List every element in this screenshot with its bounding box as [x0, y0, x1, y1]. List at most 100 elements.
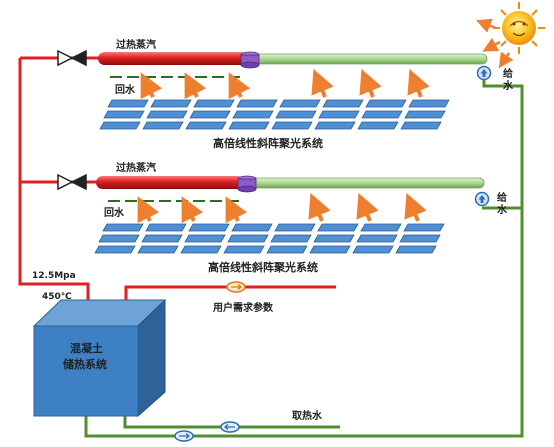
water-collector-tube [254, 53, 488, 65]
reflection-arrow [407, 68, 430, 98]
mirror-panel [193, 99, 235, 108]
mirror-panel [352, 245, 394, 254]
array-title-upper: 高倍线性斜阵聚光系统 [213, 136, 323, 150]
heat-extraction-pipe [123, 416, 340, 429]
steam-collector-tube [98, 52, 248, 65]
header-drum-icon [240, 51, 260, 69]
user-demand-pipe [124, 285, 336, 302]
mirror-panel [231, 223, 273, 232]
reflection-arrow [184, 72, 207, 100]
mirror-panel [400, 121, 442, 130]
mirror-panel [408, 99, 450, 108]
feed-water-label-lower-char1: 给 [497, 191, 507, 204]
mirror-panel [314, 121, 356, 130]
water-collector-tube [251, 177, 485, 189]
superheated-steam-label-upper: 过热蒸汽 [116, 38, 156, 51]
mirror-panel [232, 110, 274, 119]
mirror-panel [228, 121, 270, 130]
storage-label-line1: 混凝土 [70, 341, 103, 355]
mirror-panel [357, 121, 399, 130]
mirror-panel [360, 223, 402, 232]
mirror-panel [356, 234, 398, 243]
mirror-panel [103, 110, 145, 119]
mirror-panel [395, 245, 437, 254]
mirror-panel [188, 223, 230, 232]
reflection-arrow [225, 196, 248, 224]
mirror-panel [279, 99, 321, 108]
array-title-lower: 高倍线性斜阵聚光系统 [208, 260, 318, 274]
temperature-label: 450℃ [42, 292, 72, 302]
mirror-panel [137, 245, 179, 254]
reflection-arrow [137, 196, 160, 224]
mirror-panel [309, 245, 351, 254]
mirror-panel [146, 110, 188, 119]
mirror-panel [94, 245, 136, 254]
mirror-panel [318, 110, 360, 119]
flow-meter-icon [174, 430, 194, 442]
mirror-panel [275, 110, 317, 119]
concrete-storage-tank [32, 298, 167, 418]
header-drum-icon [237, 175, 257, 193]
mirror-panel [189, 110, 231, 119]
reflection-arrow [308, 192, 331, 222]
feed-water-label-lower-char2: 水 [496, 203, 508, 216]
mirror-panel [184, 234, 226, 243]
collector-row-lower [96, 175, 490, 207]
steam-collector-tube [96, 176, 244, 189]
mirror-panel [227, 234, 269, 243]
mirror-panel [107, 99, 149, 108]
mirror-panel [223, 245, 265, 254]
user-demand-label: 用户需求参数 [212, 301, 274, 314]
flow-meter-icon [220, 421, 240, 433]
feed-water-label-upper-char2: 水 [502, 79, 514, 92]
mirror-field-lower [94, 223, 445, 254]
mirror-panel [317, 223, 359, 232]
mirror-panel [185, 121, 227, 130]
reflection-arrows-lower [137, 192, 427, 224]
reflection-arrow [404, 192, 427, 222]
mirror-panel [274, 223, 316, 232]
superheated-steam-label-lower: 过热蒸汽 [116, 161, 156, 174]
mirror-field-upper [99, 99, 450, 130]
reflection-arrow [140, 72, 163, 100]
sun-icon [493, 2, 545, 54]
check-valve-icon [57, 173, 87, 191]
return-water-label-upper: 回水 [115, 83, 136, 96]
mirror-panel [361, 110, 403, 119]
feed-water-label-upper-char1: 给 [503, 67, 513, 80]
check-valve-icon [57, 49, 87, 67]
mirror-panel [399, 234, 441, 243]
collector-row-upper [98, 51, 492, 81]
mirror-panel [266, 245, 308, 254]
sun-rays-arrows [475, 18, 514, 69]
mirror-panel [403, 223, 445, 232]
mirror-panel [180, 245, 222, 254]
flow-meter-icon [226, 281, 246, 293]
reflection-arrow [181, 196, 204, 224]
steam-main-pipe [18, 58, 90, 302]
mirror-panel [270, 234, 312, 243]
reflection-arrow [228, 72, 251, 100]
reflection-arrow [311, 68, 334, 98]
heat-extraction-water-label: 取热水 [292, 409, 323, 422]
reflection-arrows-upper [140, 68, 430, 100]
mirror-panel [142, 121, 184, 130]
mirror-panel [236, 99, 278, 108]
mirror-panel [150, 99, 192, 108]
mirror-panel [99, 121, 141, 130]
reflection-arrow [359, 68, 382, 98]
mirror-panel [98, 234, 140, 243]
mirror-panel [404, 110, 446, 119]
mirror-panel [365, 99, 407, 108]
return-water-label-lower: 回水 [104, 206, 125, 219]
reflection-arrow [356, 192, 379, 222]
pump-icon [476, 65, 492, 81]
pressure-label: 12.5Mpa [32, 271, 76, 281]
storage-label-line2: 储热系统 [63, 357, 107, 371]
mirror-panel [141, 234, 183, 243]
mirror-panel [313, 234, 355, 243]
mirror-panel [145, 223, 187, 232]
pump-icon [474, 191, 490, 207]
mirror-panel [322, 99, 364, 108]
